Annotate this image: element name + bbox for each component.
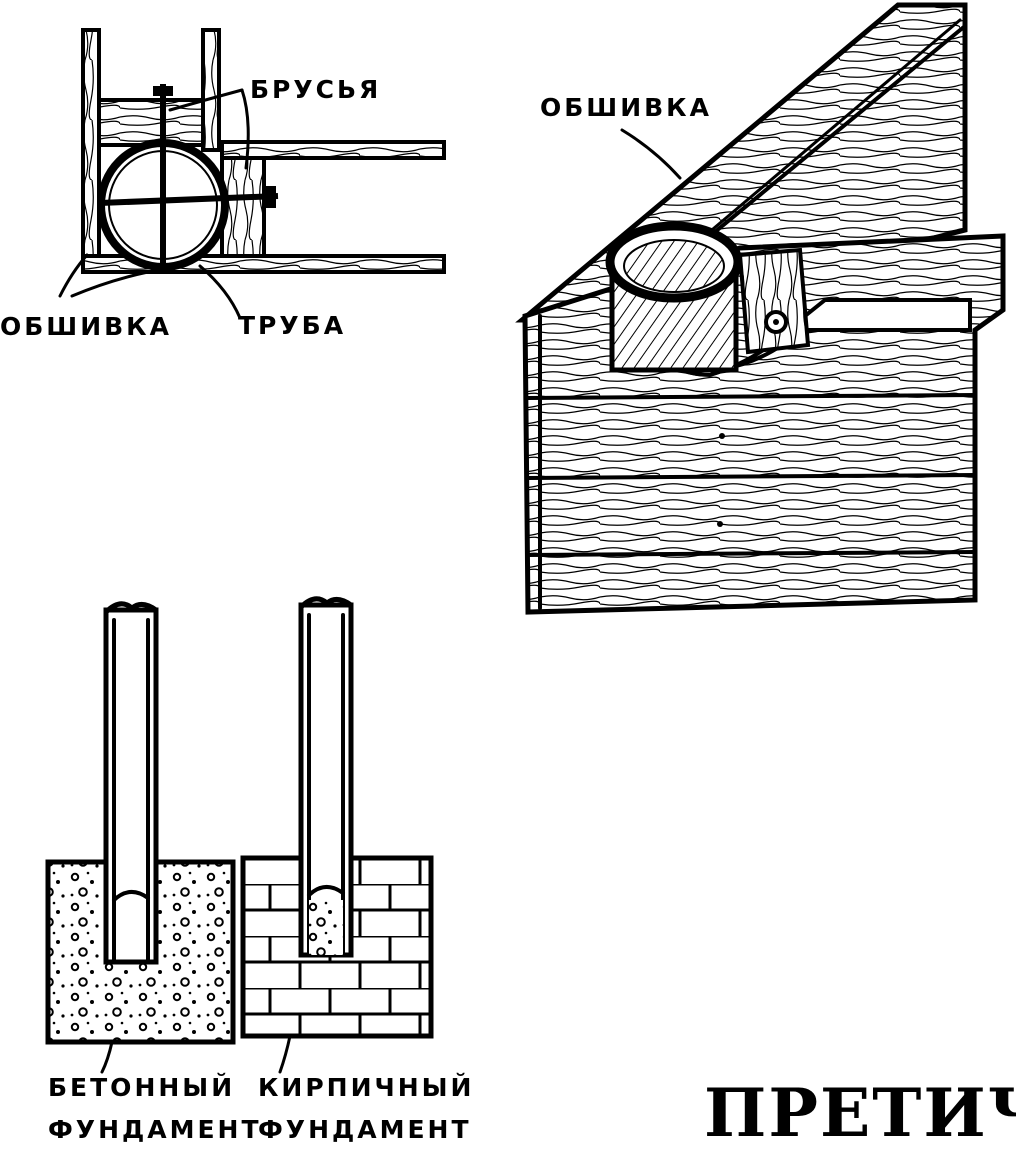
horizontal-bolt xyxy=(99,193,279,206)
label-beton-2: ФУНДАМЕНТ xyxy=(48,1115,262,1144)
upper-board xyxy=(220,140,446,160)
clamp-block xyxy=(737,247,811,355)
bolt-head-top xyxy=(153,86,173,96)
right-post xyxy=(201,28,221,152)
top-beam xyxy=(97,98,205,147)
label-kirpich-2: ФУНДАМЕНТ xyxy=(258,1115,472,1144)
signature: ПРЕТИЧ xyxy=(704,1074,1016,1150)
perspective-diagram: ОБШИВКА xyxy=(515,2,1006,615)
foundations-diagram: БЕТОННЫЙ ФУНДАМЕНТ КИРПИЧНЫЙ ФУНДАМЕНТ xyxy=(45,596,474,1144)
cross-section-diagram: БРУСЬЯ ОБШИВКА ТРУБА xyxy=(0,28,446,341)
left-post xyxy=(81,28,101,272)
label-truba: ТРУБА xyxy=(238,311,346,340)
label-brusya: БРУСЬЯ xyxy=(250,75,381,104)
bolt-nut-right xyxy=(262,186,276,208)
label-beton-1: БЕТОННЫЙ xyxy=(48,1073,235,1102)
label-obshivka-top: ОБШИВКА xyxy=(540,93,712,122)
label-obshivka-left: ОБШИВКА xyxy=(0,312,172,341)
label-kirpich-1: КИРПИЧНЫЙ xyxy=(258,1073,474,1102)
